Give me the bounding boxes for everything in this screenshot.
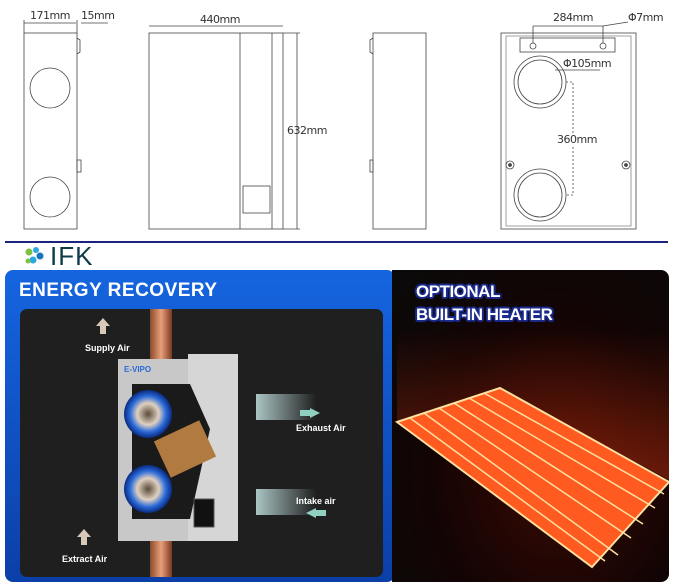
energy-recovery-panel: ENERGY RECOVERY E-VIPO Supply Air (5, 270, 395, 582)
ifk-logo: IFK (24, 243, 93, 269)
depth-dimension: 171mm (30, 9, 70, 22)
intake-air-label: Intake air (296, 496, 336, 506)
heat-exchanger-core (153, 420, 217, 478)
extract-arrow-icon (77, 529, 91, 545)
heater-panel: OPTIONAL BUILT-IN HEATER (392, 270, 669, 582)
intake-duct (256, 489, 316, 515)
duct-spacing-dimension: 360mm (557, 133, 597, 146)
heater-title-line1: OPTIONAL (416, 282, 500, 301)
supply-air-label: Supply Air (85, 343, 130, 353)
extract-air-label: Extract Air (62, 554, 108, 564)
control-panel (193, 498, 215, 528)
heater-illustration (394, 330, 669, 569)
duct-diameter-dimension: Φ105mm (563, 57, 612, 70)
bracket-spacing-dimension: 284mm (553, 11, 593, 24)
panel-title: ENERGY RECOVERY (19, 280, 218, 301)
exhaust-duct (256, 394, 316, 420)
heater-title-line2: BUILT-IN HEATER (416, 305, 553, 324)
back-view (500, 21, 637, 230)
intake-arrow-icon (306, 508, 326, 518)
height-dimension: 632mm (287, 124, 327, 137)
exhaust-air-label: Exhaust Air (296, 423, 346, 433)
erv-unit-illustration: E-VIPO (77, 309, 326, 577)
supply-fan (124, 390, 172, 438)
divider-line (5, 241, 668, 243)
brand-label: E-VIPO (124, 365, 151, 374)
technical-drawings (23, 20, 637, 230)
width-dimension: 440mm (200, 13, 240, 26)
exhaust-fan (124, 465, 172, 513)
side-view (23, 20, 108, 230)
hole-dimension: Φ7mm (628, 11, 664, 24)
product-illustration: E-VIPO Supply Air Exhaust Air Intake air… (20, 309, 383, 577)
supply-arrow-icon (96, 318, 110, 334)
rear-side-view (369, 32, 427, 230)
bracket-dimension: 15mm (81, 9, 115, 22)
exhaust-arrow-icon (300, 408, 320, 418)
front-view (148, 25, 300, 230)
logo-mark-icon (25, 247, 44, 264)
heater-slats (409, 392, 665, 562)
